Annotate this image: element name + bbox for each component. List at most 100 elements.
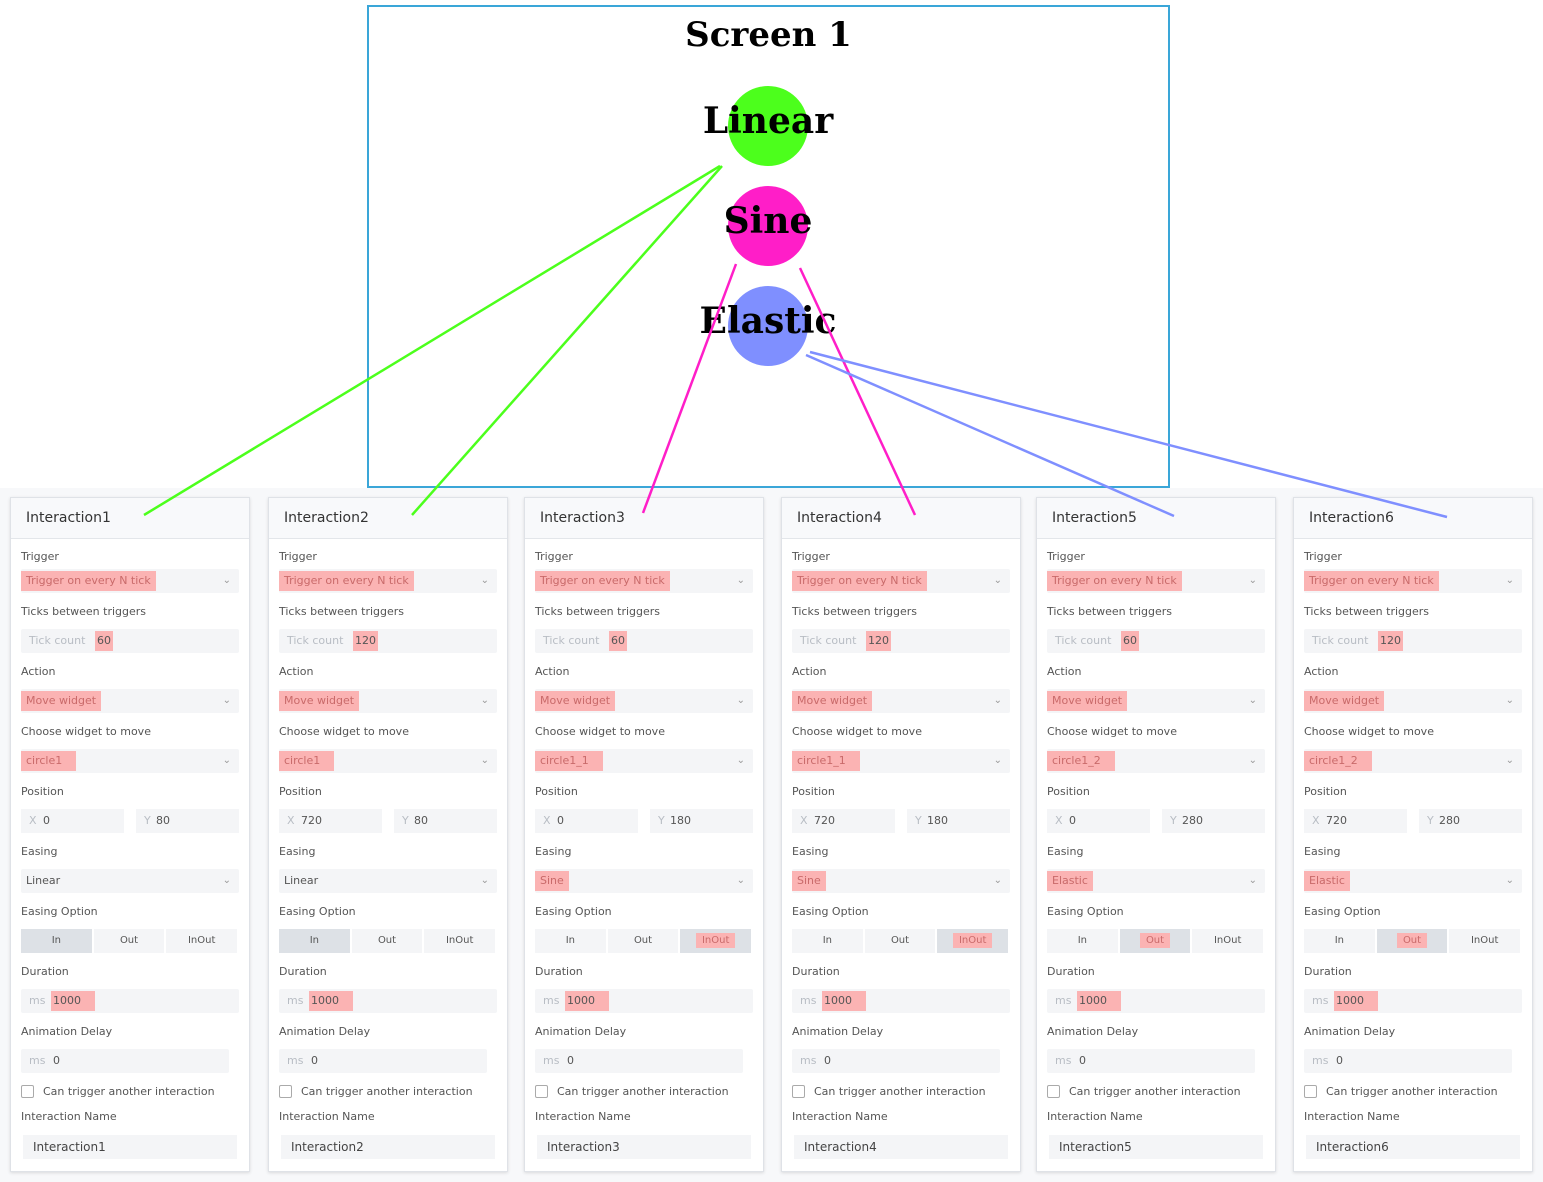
can-trigger-checkbox[interactable] — [792, 1085, 805, 1098]
easing-option-out-button[interactable]: Out — [864, 929, 936, 953]
delay-input[interactable]: ms 0 — [535, 1049, 743, 1073]
can-trigger-checkbox[interactable] — [279, 1085, 292, 1098]
easing-option-out-button[interactable]: Out — [351, 929, 423, 953]
delay-label: Animation Delay — [1304, 1025, 1396, 1038]
tick-count-input[interactable]: Tick count 60 — [535, 629, 753, 653]
easing-value: Elastic — [1047, 871, 1093, 891]
widget-select[interactable]: circle1_1 ⌄ — [535, 749, 753, 773]
position-y-value: 80 — [156, 814, 170, 827]
duration-input[interactable]: ms 1000 — [1047, 989, 1265, 1013]
duration-input[interactable]: ms 1000 — [21, 989, 239, 1013]
easing-option-out-button[interactable]: Out — [1119, 929, 1191, 953]
position-x-input[interactable]: X 720 — [792, 809, 895, 833]
position-y-input[interactable]: Y 80 — [394, 809, 497, 833]
position-y-input[interactable]: Y 180 — [907, 809, 1010, 833]
can-trigger-checkbox[interactable] — [21, 1085, 34, 1098]
trigger-select[interactable]: Trigger on every N tick ⌄ — [792, 569, 1010, 593]
easing-option-inout-button[interactable]: InOut — [937, 929, 1009, 953]
position-x-input[interactable]: X 0 — [1047, 809, 1150, 833]
tick-count-input[interactable]: Tick count 120 — [1304, 629, 1522, 653]
duration-input[interactable]: ms 1000 — [279, 989, 497, 1013]
easing-option-in-button[interactable]: In — [279, 929, 350, 953]
easing-option-inout-button[interactable]: InOut — [1449, 929, 1521, 953]
trigger-select[interactable]: Trigger on every N tick ⌄ — [535, 569, 753, 593]
action-select[interactable]: Move widget ⌄ — [21, 689, 239, 713]
easing-select[interactable]: Linear ⌄ — [21, 869, 239, 893]
easing-select[interactable]: Linear ⌄ — [279, 869, 497, 893]
chevron-down-icon: ⌄ — [1505, 575, 1514, 586]
interaction-name-input[interactable]: Interaction3 — [537, 1135, 751, 1159]
interaction-name-input[interactable]: Interaction4 — [794, 1135, 1008, 1159]
delay-input[interactable]: ms 0 — [21, 1049, 229, 1073]
tick-count-input[interactable]: Tick count 120 — [792, 629, 1010, 653]
delay-input[interactable]: ms 0 — [1047, 1049, 1255, 1073]
interaction-name-input[interactable]: Interaction6 — [1306, 1135, 1520, 1159]
trigger-select[interactable]: Trigger on every N tick ⌄ — [279, 569, 497, 593]
action-select[interactable]: Move widget ⌄ — [1047, 689, 1265, 713]
easing-option-out-button[interactable]: Out — [1376, 929, 1448, 953]
easing-option-in-button[interactable]: In — [792, 929, 863, 953]
easing-option-in-button[interactable]: In — [21, 929, 92, 953]
trigger-value: Trigger on every N tick — [279, 571, 414, 591]
trigger-select[interactable]: Trigger on every N tick ⌄ — [21, 569, 239, 593]
chevron-down-icon: ⌄ — [222, 695, 231, 706]
duration-value: 1000 — [1334, 991, 1378, 1011]
position-y-input[interactable]: Y 280 — [1419, 809, 1522, 833]
trigger-select[interactable]: Trigger on every N tick ⌄ — [1304, 569, 1522, 593]
can-trigger-checkbox[interactable] — [1047, 1085, 1060, 1098]
easing-option-out-button[interactable]: Out — [93, 929, 165, 953]
easing-option-in-button[interactable]: In — [1047, 929, 1118, 953]
easing-option-in-button[interactable]: In — [1304, 929, 1375, 953]
position-x-input[interactable]: X 720 — [279, 809, 382, 833]
easing-select[interactable]: Elastic ⌄ — [1304, 869, 1522, 893]
easing-option-label: Out — [377, 935, 397, 946]
position-y-input[interactable]: Y 280 — [1162, 809, 1265, 833]
position-x-input[interactable]: X 0 — [21, 809, 124, 833]
widget-select[interactable]: circle1_2 ⌄ — [1047, 749, 1265, 773]
delay-input[interactable]: ms 0 — [279, 1049, 487, 1073]
easing-select[interactable]: Sine ⌄ — [535, 869, 753, 893]
widget-select[interactable]: circle1 ⌄ — [279, 749, 497, 773]
duration-input[interactable]: ms 1000 — [535, 989, 753, 1013]
trigger-select[interactable]: Trigger on every N tick ⌄ — [1047, 569, 1265, 593]
can-trigger-checkbox[interactable] — [1304, 1085, 1317, 1098]
circle-linear[interactable]: Linear — [703, 86, 833, 166]
delay-input[interactable]: ms 0 — [792, 1049, 1000, 1073]
ticks-label: Ticks between triggers — [792, 605, 918, 618]
position-x-input[interactable]: X 0 — [535, 809, 638, 833]
interaction-name-label: Interaction Name — [792, 1110, 888, 1123]
easing-option-inout-button[interactable]: InOut — [166, 929, 238, 953]
tick-count-input[interactable]: Tick count 120 — [279, 629, 497, 653]
circle-sine[interactable]: Sine — [724, 186, 812, 266]
easing-option-inout-button[interactable]: InOut — [1192, 929, 1264, 953]
interaction-name-input[interactable]: Interaction2 — [281, 1135, 495, 1159]
easing-select[interactable]: Sine ⌄ — [792, 869, 1010, 893]
easing-option-inout-button[interactable]: InOut — [424, 929, 496, 953]
interaction-name-input[interactable]: Interaction5 — [1049, 1135, 1263, 1159]
action-select[interactable]: Move widget ⌄ — [792, 689, 1010, 713]
duration-input[interactable]: ms 1000 — [1304, 989, 1522, 1013]
easing-option-in-button[interactable]: In — [535, 929, 606, 953]
can-trigger-checkbox[interactable] — [535, 1085, 548, 1098]
widget-select[interactable]: circle1_1 ⌄ — [792, 749, 1010, 773]
widget-select[interactable]: circle1_2 ⌄ — [1304, 749, 1522, 773]
ticks-label: Ticks between triggers — [1304, 605, 1430, 618]
position-y-input[interactable]: Y 180 — [650, 809, 753, 833]
tick-count-input[interactable]: Tick count 60 — [21, 629, 239, 653]
widget-select[interactable]: circle1 ⌄ — [21, 749, 239, 773]
circle-elastic[interactable]: Elastic — [700, 286, 836, 366]
delay-input[interactable]: ms 0 — [1304, 1049, 1512, 1073]
action-select[interactable]: Move widget ⌄ — [1304, 689, 1522, 713]
tick-placeholder: Tick count — [800, 634, 857, 647]
duration-input[interactable]: ms 1000 — [792, 989, 1010, 1013]
tick-count-input[interactable]: Tick count 60 — [1047, 629, 1265, 653]
trigger-label: Trigger — [1304, 550, 1342, 563]
easing-select[interactable]: Elastic ⌄ — [1047, 869, 1265, 893]
action-select[interactable]: Move widget ⌄ — [279, 689, 497, 713]
action-select[interactable]: Move widget ⌄ — [535, 689, 753, 713]
position-x-input[interactable]: X 720 — [1304, 809, 1407, 833]
position-y-input[interactable]: Y 80 — [136, 809, 239, 833]
easing-option-out-button[interactable]: Out — [607, 929, 679, 953]
easing-option-inout-button[interactable]: InOut — [680, 929, 752, 953]
interaction-name-input[interactable]: Interaction1 — [23, 1135, 237, 1159]
